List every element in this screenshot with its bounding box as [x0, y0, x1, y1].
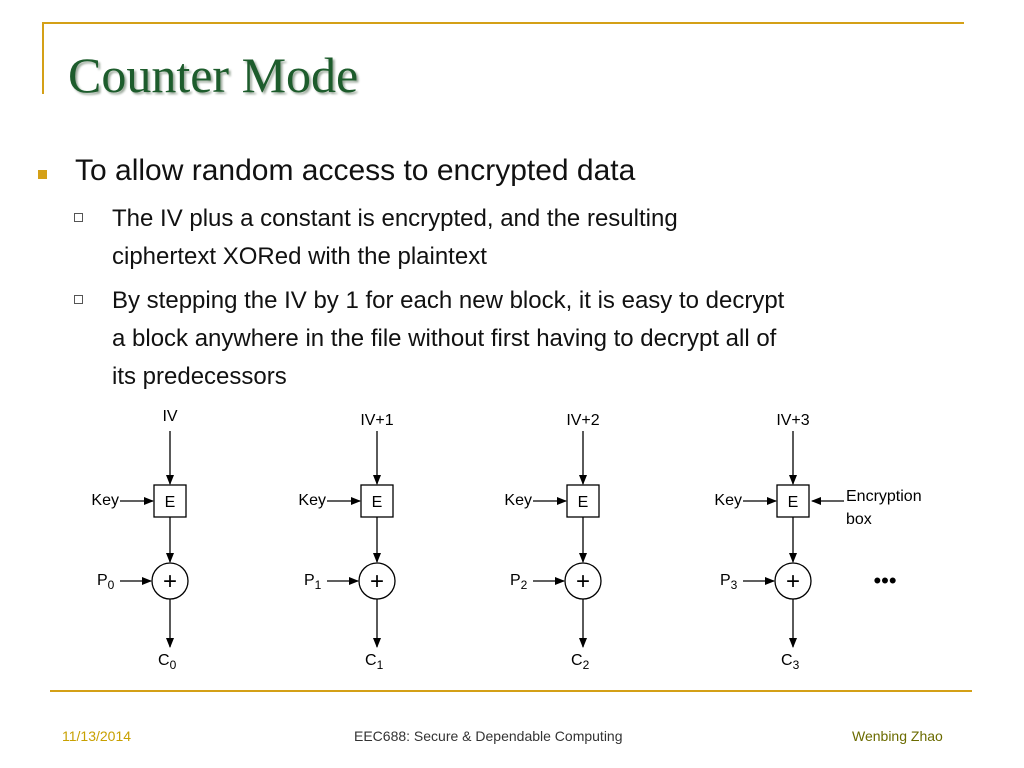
iv-label-2: IV+2: [566, 412, 599, 429]
iv-label-3: IV+3: [776, 412, 809, 429]
key-label-1: Key: [298, 492, 326, 509]
hollow-square-bullet-icon: [74, 213, 83, 222]
encryption-box-3: [776, 484, 810, 518]
iv-label-1: IV+1: [360, 412, 393, 429]
sub-bullet-1-line-1: The IV plus a constant is encrypted, and…: [112, 205, 678, 232]
encryption-box-label-2: E: [578, 494, 589, 511]
iv-label-0: IV: [162, 408, 177, 425]
ciphertext-label-1: C1: [365, 652, 384, 672]
footer-course: EEC688: Secure & Dependable Computing: [354, 728, 623, 744]
plaintext-label-2: P2: [510, 572, 528, 592]
encryption-box-label-0: E: [165, 494, 176, 511]
key-label-3: Key: [714, 492, 742, 509]
key-label-0: Key: [91, 492, 119, 509]
frame-top-rule: [42, 22, 964, 24]
main-bullet-text: To allow random access to encrypted data: [75, 154, 636, 187]
hollow-square-bullet-icon: [74, 295, 83, 304]
encryption-box-2: [566, 484, 600, 518]
sub-bullet-2-line-2: a block anywhere in the file without fir…: [112, 325, 777, 352]
bullet-square-icon: [38, 170, 47, 179]
xor-plus-0: +: [163, 568, 177, 595]
footer-rule: [50, 690, 972, 692]
ciphertext-label-3: C3: [781, 652, 800, 672]
footer-date: 11/13/2014: [62, 728, 132, 744]
plaintext-label-3: P3: [720, 572, 738, 592]
key-label-2: Key: [504, 492, 532, 509]
encryption-box-1: [360, 484, 394, 518]
sub-bullet-1-line-2: ciphertext XORed with the plaintext: [112, 243, 487, 270]
sub-bullet-1-text: The IV plus a constant is encrypted, and…: [112, 200, 678, 276]
encryption-box-label-line-1: Encryption: [846, 488, 922, 505]
xor-plus-1: +: [370, 568, 384, 595]
encryption-box-0: [153, 484, 187, 518]
frame-left-rule: [42, 22, 44, 94]
footer-author: Wenbing Zhao: [852, 728, 943, 744]
encryption-box-label-1: E: [372, 494, 383, 511]
sub-bullet-2-text: By stepping the IV by 1 for each new blo…: [112, 282, 784, 396]
xor-plus-3: +: [786, 568, 800, 595]
xor-plus-2: +: [576, 568, 590, 595]
plaintext-label-0: P0: [97, 572, 115, 592]
sub-bullet-2-line-1: By stepping the IV by 1 for each new blo…: [112, 287, 785, 314]
encryption-box-label-line-2: box: [846, 511, 872, 528]
ciphertext-label-0: C0: [158, 652, 177, 672]
slide-title: Counter Mode: [68, 47, 359, 103]
encryption-box-label-3: E: [788, 494, 799, 511]
ciphertext-label-2: C2: [571, 652, 590, 672]
plaintext-label-1: P1: [304, 572, 322, 592]
ellipsis: •••: [873, 568, 896, 593]
sub-bullet-2-line-3: its predecessors: [112, 363, 287, 390]
